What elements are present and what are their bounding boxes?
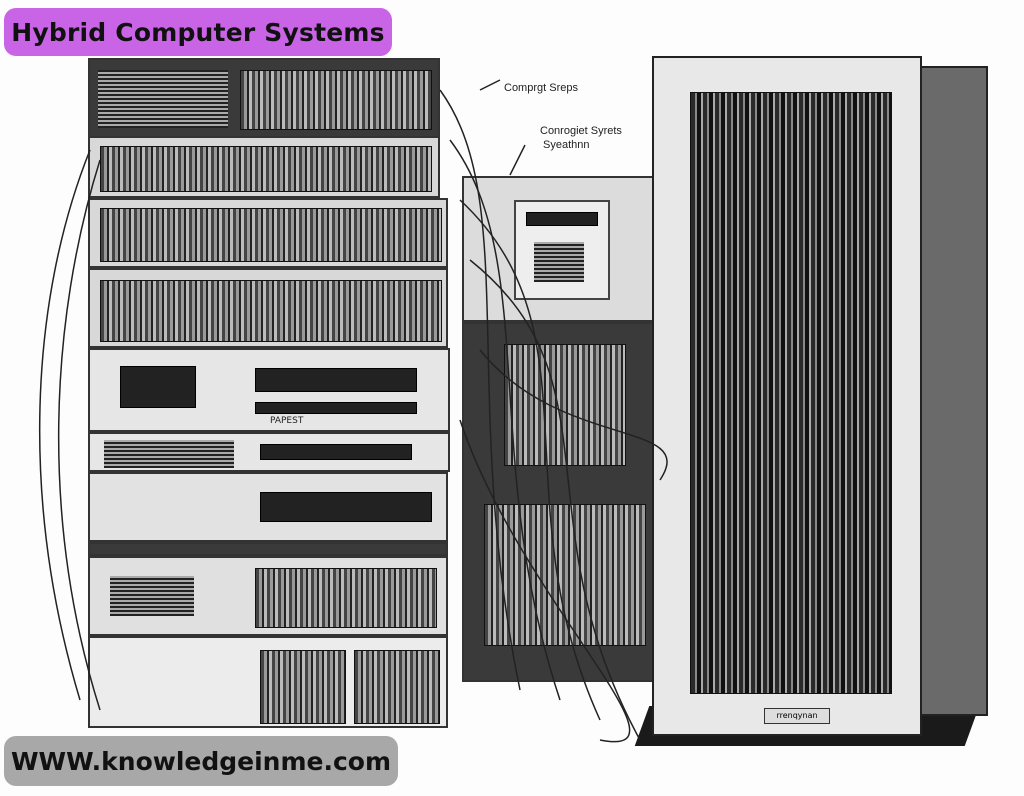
rack-unit-2 <box>88 136 440 198</box>
title-text: Hybrid Computer Systems <box>11 17 385 47</box>
rack-unit-8 <box>88 542 448 556</box>
stacked-server-rack: PAPEST <box>88 58 456 728</box>
callout-label-1: Comprgt Sreps <box>504 82 578 94</box>
tall-server-cabinet: rrenqynan <box>634 56 988 746</box>
mid-unit-lower <box>462 322 658 682</box>
mid-unit-top <box>462 176 658 322</box>
rack-unit-top <box>88 58 440 138</box>
rack-unit-bottom <box>88 636 448 728</box>
rack-unit-6 <box>88 432 450 472</box>
title-badge: Hybrid Computer Systems <box>4 8 392 56</box>
callout-label-3: Syeathnn <box>543 139 590 151</box>
website-badge: WWW.knowledgeinme.com <box>4 736 398 786</box>
rack-unit-4 <box>88 268 448 348</box>
rack-unit-9 <box>88 556 448 636</box>
rack-unit-7 <box>88 472 448 542</box>
website-text: WWW.knowledgeinme.com <box>10 746 392 776</box>
cabinet-circuitry <box>690 92 892 694</box>
cabinet-label: rrenqynan <box>764 708 830 724</box>
rack-unit-3 <box>88 198 448 268</box>
callout-label-2: Conrogiet Syrets <box>540 125 622 137</box>
unit-label: PAPEST <box>270 416 304 426</box>
middle-server-unit <box>462 176 658 696</box>
cabinet-side-panel <box>920 66 988 716</box>
rack-unit-5: PAPEST <box>88 348 450 432</box>
